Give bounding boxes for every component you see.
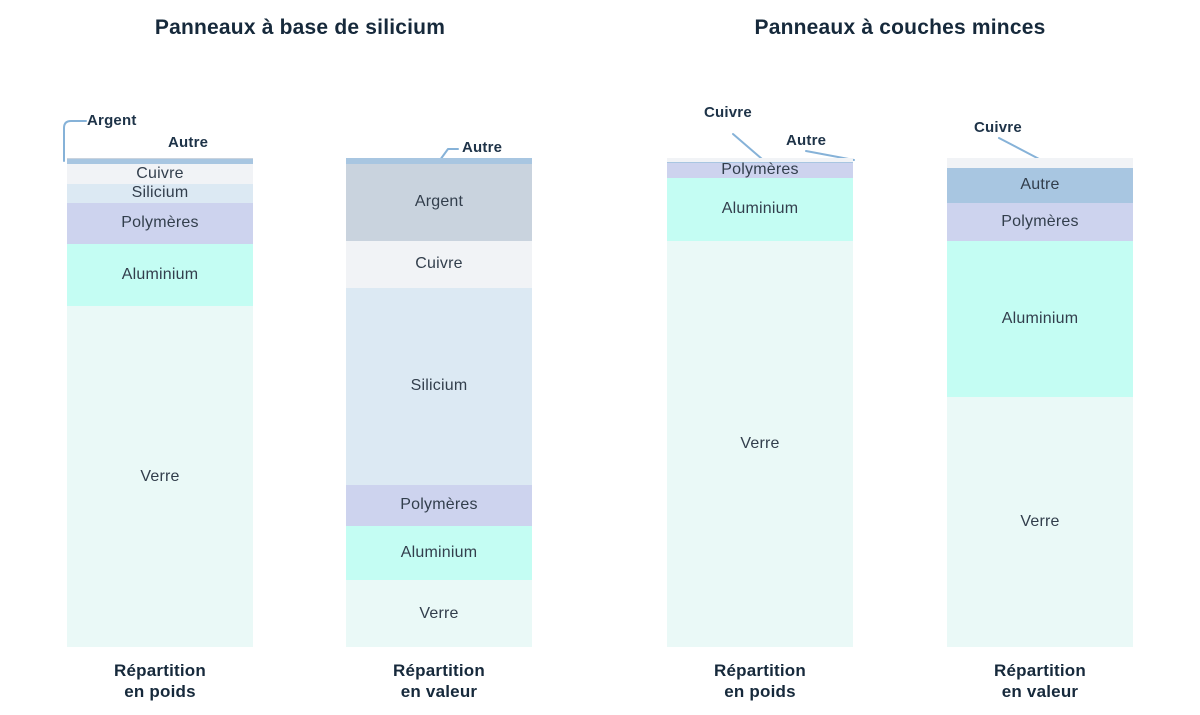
segment-label: Cuivre <box>136 164 184 182</box>
segment-label: Polymères <box>1001 213 1079 231</box>
segment-label: Polymères <box>721 161 799 179</box>
bar-segment-verre: Verre <box>667 241 853 647</box>
bar-segment-autre <box>346 158 532 164</box>
bar-segment-cuivre: Cuivre <box>346 240 532 288</box>
bar-caption: Répartition en valeur <box>346 660 532 702</box>
caption-line-1: Répartition <box>393 661 485 680</box>
segment-label: Aluminium <box>400 544 478 562</box>
caption-line-2: en valeur <box>400 682 478 701</box>
bar-segment-autre <box>67 158 253 164</box>
bar-segment-cuivre <box>667 158 853 162</box>
segment-label: Silicium <box>410 377 468 395</box>
caption-line-1: Répartition <box>994 661 1086 680</box>
bar-segment-verre: Verre <box>67 306 253 647</box>
callout-label-argent: Argent <box>87 112 137 129</box>
bar-segment-autre: Autre <box>947 167 1133 203</box>
callout-label-autre: Autre <box>168 134 209 151</box>
leader-line-argent-si-poids <box>63 120 87 162</box>
bar-segment-aluminium: Aluminium <box>947 241 1133 398</box>
bar-caption: Répartition en poids <box>667 660 853 702</box>
bar-segment-polymères: Polymères <box>346 484 532 526</box>
callout-label-cuivre: Cuivre <box>704 104 752 121</box>
bar-segment-argent: Argent <box>346 163 532 241</box>
segment-label: Verre <box>1020 513 1060 531</box>
bar-segment-polymères: Polymères <box>67 202 253 245</box>
caption-line-2: en poids <box>724 682 796 701</box>
segment-label: Autre <box>1020 176 1060 194</box>
bar-segment-aluminium: Aluminium <box>67 244 253 307</box>
callout-label-cuivre: Cuivre <box>974 119 1022 136</box>
caption-line-2: en valeur <box>1001 682 1079 701</box>
caption-line-1: Répartition <box>114 661 206 680</box>
callout-label-autre: Autre <box>462 139 503 156</box>
segment-label: Verre <box>419 604 459 622</box>
caption-line-2: en poids <box>124 682 196 701</box>
group-title-silicium: Panneaux à base de silicium <box>154 16 446 39</box>
group-title-couches-minces: Panneaux à couches minces <box>754 16 1046 39</box>
bar-segment-polymères: Polymères <box>667 161 853 179</box>
bar-segment-autre <box>667 161 853 163</box>
bar-segment-verre: Verre <box>947 397 1133 647</box>
segment-label: Cuivre <box>415 255 463 273</box>
bar-segment-verre: Verre <box>346 580 532 647</box>
callout-label-autre: Autre <box>786 132 827 149</box>
segment-label: Aluminium <box>721 200 799 218</box>
bar-segment-aluminium: Aluminium <box>346 525 532 581</box>
segment-label: Silicium <box>131 184 189 202</box>
segment-label: Polymères <box>121 214 199 232</box>
bar-caption: Répartition en valeur <box>947 660 1133 702</box>
segment-label: Verre <box>140 467 180 485</box>
segment-label: Aluminium <box>1001 310 1079 328</box>
bar-segment-cuivre <box>947 158 1133 168</box>
bar-segment-silicium: Silicium <box>346 287 532 485</box>
bar-segment-aluminium: Aluminium <box>667 177 853 242</box>
segment-label: Verre <box>740 435 780 453</box>
bar-segment-silicium: Silicium <box>67 183 253 203</box>
caption-line-1: Répartition <box>714 661 806 680</box>
leader-line-cuivre-cm-poids <box>732 133 763 160</box>
bar-segment-cuivre: Cuivre <box>67 163 253 184</box>
bar-segment-polymères: Polymères <box>947 202 1133 242</box>
bar-segment-argent <box>67 158 253 159</box>
bar-caption: Répartition en poids <box>67 660 253 702</box>
leader-line-cuivre-cm-valeur <box>998 137 1042 161</box>
segment-label: Argent <box>414 193 464 211</box>
segment-label: Aluminium <box>121 266 199 284</box>
segment-label: Polymères <box>400 496 478 514</box>
